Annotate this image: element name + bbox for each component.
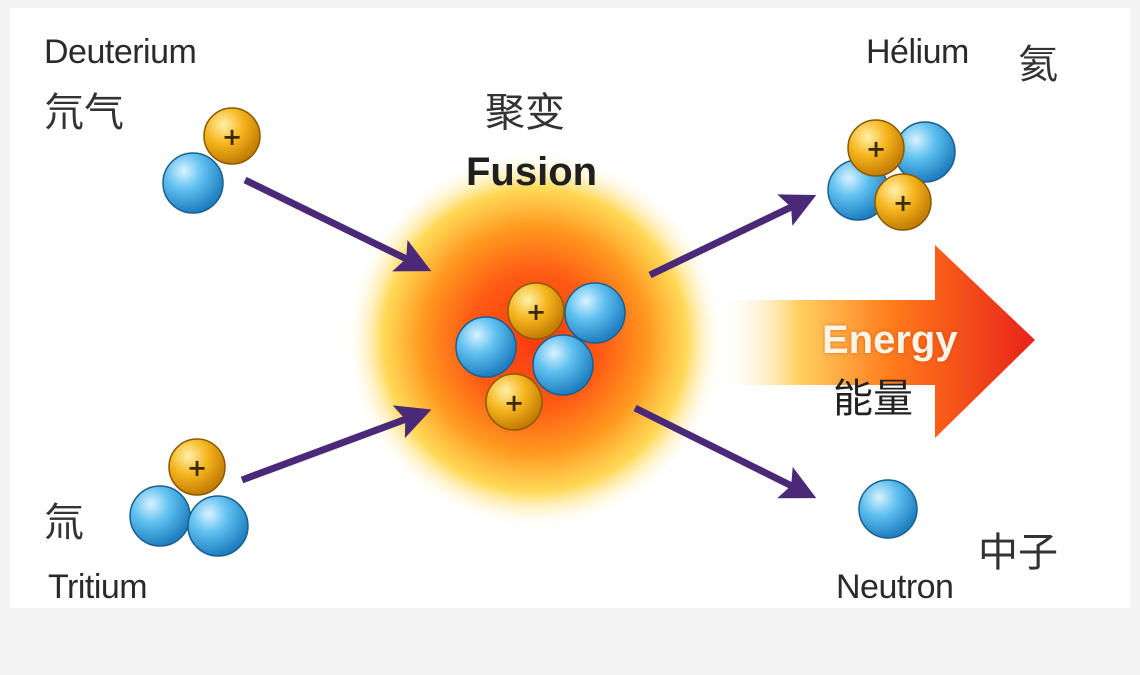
neutron-label: Neutron xyxy=(836,568,954,606)
fusion-glow xyxy=(345,150,725,530)
neutron-cn-label: 中子 xyxy=(978,530,1058,576)
neutron-sphere xyxy=(162,152,224,214)
neutron-sphere xyxy=(455,316,517,378)
tritium-atom: + xyxy=(129,438,249,557)
proton-sphere xyxy=(203,107,261,165)
plus-icon: + xyxy=(222,123,242,151)
plus-icon: + xyxy=(893,189,913,217)
fusion-core: + + xyxy=(455,282,626,431)
plus-icon: + xyxy=(504,389,524,417)
arrow-helium-out xyxy=(648,194,817,279)
tritium-cn-label: 氚 xyxy=(44,500,84,546)
energy-arrow xyxy=(720,245,1035,438)
plus-icon: + xyxy=(187,454,207,482)
proton-sphere xyxy=(874,173,932,231)
deuterium-label: Deuterium xyxy=(44,33,197,71)
energy-cn-label: 能量 xyxy=(833,376,913,422)
tritium-label: Tritium xyxy=(48,568,148,606)
proton-sphere xyxy=(507,282,565,340)
arrow-tritium-in xyxy=(240,405,432,484)
helium-cn-label: 氦 xyxy=(1018,42,1058,88)
neutron-sphere xyxy=(564,282,626,344)
proton-sphere xyxy=(485,373,543,431)
neutron-sphere xyxy=(532,334,594,396)
energy-label: Energy xyxy=(822,318,958,362)
helium-atom: + + xyxy=(827,119,956,231)
arrow-deuterium-in xyxy=(243,176,432,272)
proton-sphere xyxy=(847,119,905,177)
plus-icon: + xyxy=(866,135,886,163)
fusion-title: Fusion xyxy=(466,150,598,194)
plus-icon: + xyxy=(526,298,546,326)
proton-sphere xyxy=(168,438,226,496)
helium-label: Hélium xyxy=(866,33,969,71)
neutron-sphere xyxy=(129,485,191,547)
neutron-sphere xyxy=(187,495,249,557)
free-neutron-sphere xyxy=(858,479,918,539)
deuterium-cn-label: 氘气 xyxy=(44,90,124,136)
deuterium-atom: + xyxy=(162,107,261,214)
fusion-cn-label: 聚变 xyxy=(485,90,565,136)
arrow-neutron-out xyxy=(633,404,817,499)
